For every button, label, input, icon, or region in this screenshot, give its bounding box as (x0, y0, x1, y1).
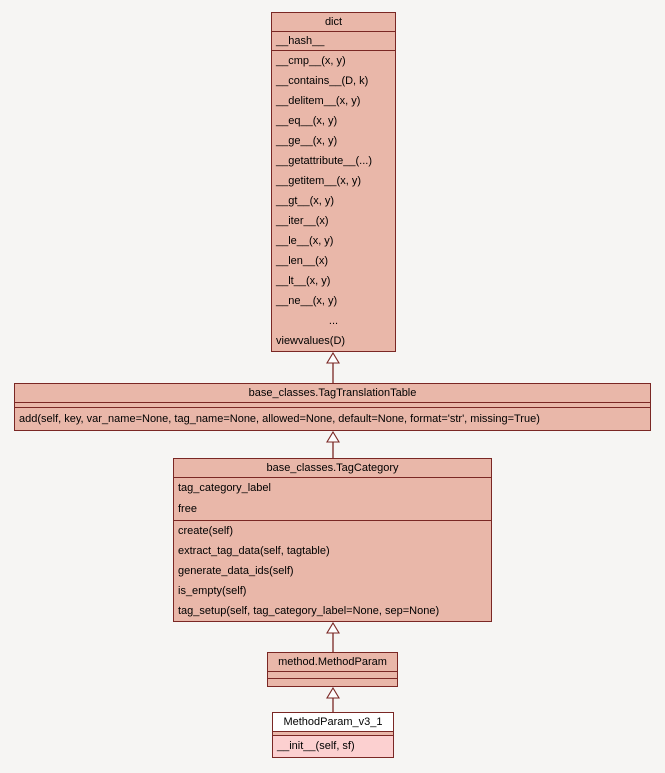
method-row: __iter__(x) (276, 215, 329, 227)
method-row: __gt__(x, y) (276, 195, 335, 207)
method-row: generate_data_ids(self) (178, 565, 294, 577)
class-node-methodparam-v3-1: MethodParam_v3_1 __init__(self, sf) (272, 712, 394, 758)
method-row: __len__(x) (276, 255, 328, 267)
empty-attributes-compartment (268, 672, 397, 679)
class-node-tagcategory: base_classes.TagCategory tag_category_la… (173, 458, 492, 622)
class-node-methodparam: method.MethodParam (267, 652, 398, 687)
inheritance-arrow (326, 431, 340, 458)
method-row: create(self) (178, 525, 234, 537)
method-row: is_empty(self) (178, 585, 247, 597)
inheritance-arrow (326, 352, 340, 383)
empty-attributes-compartment (273, 732, 393, 736)
attributes-compartment: tag_category_label free (174, 478, 491, 521)
method-row: __cmp__(x, y) (276, 55, 346, 67)
method-row: viewvalues(D) (276, 335, 346, 347)
method-row: __getitem__(x, y) (276, 175, 361, 187)
inheritance-arrow (326, 687, 340, 712)
methods-compartment: __cmp__(x, y) __contains__(D, k) __delit… (272, 51, 395, 351)
methods-compartment: create(self) extract_tag_data(self, tagt… (174, 521, 491, 621)
class-title-tagcategory[interactable]: base_classes.TagCategory (174, 459, 491, 478)
method-row: __lt__(x, y) (276, 275, 331, 287)
method-row: __getattribute__(...) (276, 155, 373, 167)
inheritance-arrow (326, 622, 340, 652)
method-row[interactable]: __init__(self, sf) (273, 736, 393, 757)
method-row: add(self, key, var_name=None, tag_name=N… (19, 413, 540, 425)
methods-compartment: __init__(self, sf) (273, 736, 393, 757)
method-row: __ne__(x, y) (276, 295, 338, 307)
attributes-compartment: __hash__ (272, 32, 395, 51)
ellipsis-row: ... (328, 315, 339, 327)
attribute-row: tag_category_label (178, 482, 271, 494)
class-title-tagtranslationtable[interactable]: base_classes.TagTranslationTable (15, 384, 650, 403)
method-row: __contains__(D, k) (276, 75, 369, 87)
method-row: tag_setup(self, tag_category_label=None,… (178, 605, 440, 617)
method-row: __le__(x, y) (276, 235, 334, 247)
methods-compartment: add(self, key, var_name=None, tag_name=N… (15, 408, 650, 430)
method-row: __eq__(x, y) (276, 115, 338, 127)
class-title-methodparam-v3-1[interactable]: MethodParam_v3_1 (273, 713, 393, 732)
method-row: __delitem__(x, y) (276, 95, 361, 107)
class-title-methodparam[interactable]: method.MethodParam (268, 653, 397, 672)
attribute-row: free (178, 503, 197, 515)
class-node-tagtranslationtable: base_classes.TagTranslationTable add(sel… (14, 383, 651, 431)
empty-attributes-compartment (15, 403, 650, 408)
method-row: extract_tag_data(self, tagtable) (178, 545, 330, 557)
class-node-dict: dict __hash__ __cmp__(x, y) __contains__… (271, 12, 396, 352)
empty-methods-compartment (268, 679, 397, 686)
method-row: __ge__(x, y) (276, 135, 338, 147)
attribute-row: __hash__ (276, 35, 325, 47)
class-title-dict[interactable]: dict (272, 13, 395, 32)
